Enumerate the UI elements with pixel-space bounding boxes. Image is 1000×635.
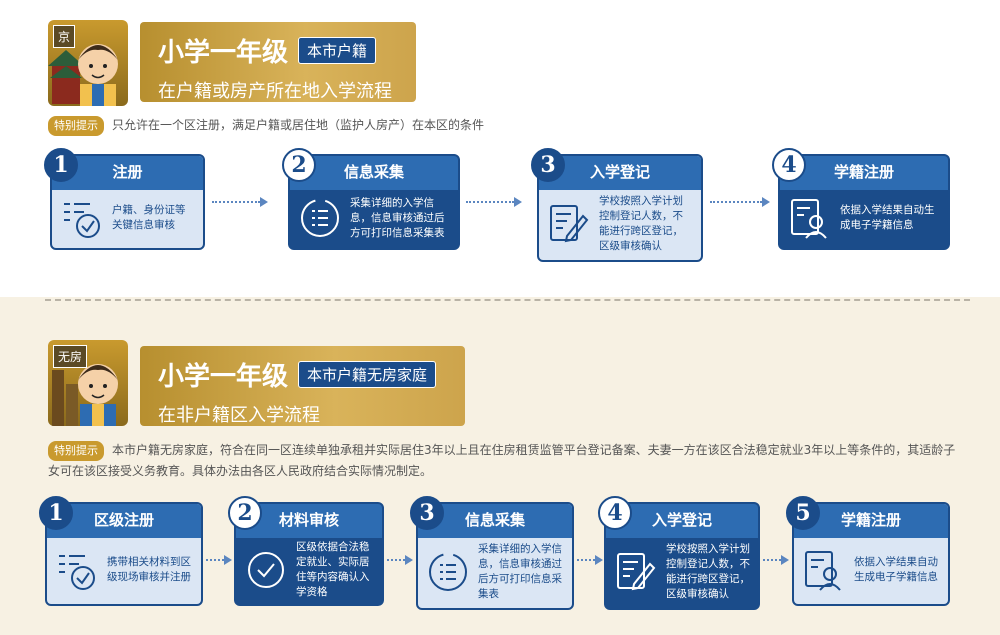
note-label: 特别提示 xyxy=(48,116,104,136)
temple-icon xyxy=(48,44,118,106)
step-number: 3 xyxy=(531,148,565,182)
note-text: 只允许在一个区注册，满足户籍或居住地（监护人房产）在本区的条件 xyxy=(112,118,485,132)
banner-tag: 本市户籍 xyxy=(298,37,377,64)
list-circle-icon xyxy=(301,199,339,237)
step-material-review: 材料审核 2 区级依据合法稳定就业、实际居住等内容确认入学资格 xyxy=(228,496,384,606)
step-number: 5 xyxy=(786,496,820,530)
step-student-status: 学籍注册 5 依据入学结果自动生成电子学籍信息 xyxy=(786,496,950,606)
flow-arrow xyxy=(206,555,232,565)
student-id-icon xyxy=(805,551,841,591)
flow-arrow xyxy=(577,555,603,565)
banner-subtitle: 在非户籍区入学流程 xyxy=(158,405,320,426)
step-student-status: 学籍注册 4 依据入学结果自动生成电子学籍信息 xyxy=(772,148,950,250)
step-number: 2 xyxy=(228,496,262,530)
flow-arrow xyxy=(710,197,770,207)
step-description: 学校按照入学计划控制登记人数，不能进行跨区登记，区级审核确认 xyxy=(599,195,683,252)
step-description: 依据入学结果自动生成电子学籍信息 xyxy=(840,204,935,231)
step-number: 3 xyxy=(410,496,444,530)
step-description: 采集详细的入学信息，信息审核通过后方可打印信息采集表 xyxy=(350,196,445,239)
note-text: 本市户籍无房家庭，符合在同一区连续单独承租并实际居住3年以上且在住房租赁监管平台… xyxy=(48,443,956,478)
flow-arrow xyxy=(466,197,522,207)
section-divider xyxy=(45,299,970,301)
checklist-icon xyxy=(64,203,100,238)
note-label: 特别提示 xyxy=(48,441,104,461)
title-banner: 小学一年级本市户籍无房家庭 在非户籍区入学流程 xyxy=(140,346,465,426)
step-description: 户籍、身份证等关键信息审核 xyxy=(112,204,186,231)
step-register: 注册 1 户籍、身份证等关键信息审核 xyxy=(44,148,205,250)
edit-document-icon xyxy=(617,553,656,591)
step-enrollment-registration: 入学登记 4 学校按照入学计划控制登记人数，不能进行跨区登记，区级审核确认 xyxy=(598,496,760,610)
step-enrollment-registration: 入学登记 3 学校按照入学计划控制登记人数，不能进行跨区登记，区级审核确认 xyxy=(531,148,703,262)
step-title: 信息采集 xyxy=(290,156,458,190)
step-number: 2 xyxy=(282,148,316,182)
step-info-collection: 信息采集 3 采集详细的入学信息，信息审核通过后方可打印信息采集表 xyxy=(410,496,574,610)
step-description: 采集详细的入学信息，信息审核通过后方可打印信息采集表 xyxy=(478,543,562,600)
step-number: 1 xyxy=(44,148,78,182)
avatar: 无房 xyxy=(48,340,128,426)
step-description: 携带相关材料到区级现场审核并注册 xyxy=(107,556,191,583)
banner-title: 小学一年级 xyxy=(158,362,289,392)
step-description: 学校按照入学计划控制登记人数，不能进行跨区登记，区级审核确认 xyxy=(666,543,750,600)
student-id-icon xyxy=(791,199,827,239)
edit-document-icon xyxy=(550,205,589,243)
step-info-collection: 信息采集 2 采集详细的入学信息，信息审核通过后方可打印信息采集表 xyxy=(282,148,460,250)
special-note: 特别提示只允许在一个区注册，满足户籍或居住地（监护人房产）在本区的条件 xyxy=(48,115,948,136)
step-description: 依据入学结果自动生成电子学籍信息 xyxy=(854,556,938,583)
step-description: 区级依据合法稳定就业、实际居住等内容确认入学资格 xyxy=(296,541,370,598)
avatar-badge: 京 xyxy=(53,25,76,48)
step-number: 4 xyxy=(772,148,806,182)
building-icon xyxy=(52,364,118,426)
banner-subtitle: 在户籍或房产所在地入学流程 xyxy=(158,81,392,102)
step-number: 4 xyxy=(598,496,632,530)
avatar-badge: 无房 xyxy=(53,345,88,368)
banner-tag: 本市户籍无房家庭 xyxy=(298,361,437,388)
banner-title: 小学一年级 xyxy=(158,38,289,68)
checklist-icon xyxy=(59,555,95,590)
step-title: 学籍注册 xyxy=(780,156,948,190)
list-circle-icon xyxy=(429,553,467,591)
step-district-register: 区级注册 1 携带相关材料到区级现场审核并注册 xyxy=(39,496,203,606)
step-number: 1 xyxy=(39,496,73,530)
step-title: 入学登记 xyxy=(539,156,701,190)
flow-arrow xyxy=(212,197,268,207)
avatar: 京 xyxy=(48,20,128,106)
check-circle-icon xyxy=(248,552,284,588)
flow-arrow xyxy=(763,555,789,565)
title-banner: 小学一年级本市户籍 在户籍或房产所在地入学流程 xyxy=(140,22,416,102)
special-note: 特别提示本市户籍无房家庭，符合在同一区连续单独承租并实际居住3年以上且在住房租赁… xyxy=(48,440,960,481)
flow-arrow xyxy=(387,555,413,565)
